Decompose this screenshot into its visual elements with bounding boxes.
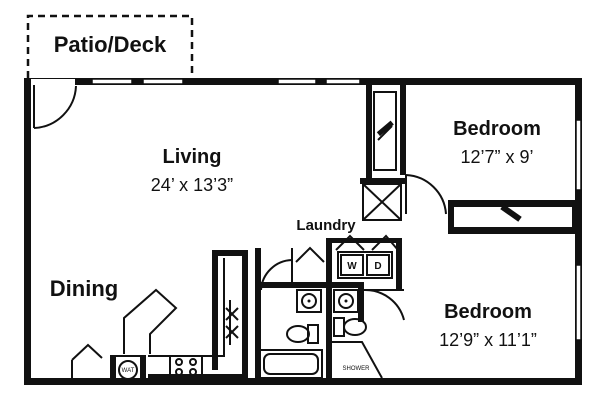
bedroom2-label: Bedroom	[444, 301, 532, 323]
exterior-walls	[24, 78, 582, 385]
bedroom2-size: 12’9” x 11’1”	[439, 330, 537, 350]
laundry-symbol	[295, 234, 399, 263]
living-label: Living	[163, 146, 222, 168]
bathroom-fixtures: SHOWER	[259, 289, 383, 379]
shower-label: SHOWER	[343, 366, 371, 372]
water-heater-label: WAT	[122, 368, 135, 374]
room-labels: Patio/Deck Living 24’ x 13’3” Dining Lau…	[50, 32, 541, 350]
patio-label: Patio/Deck	[54, 32, 167, 57]
patio-deck-outline	[26, 14, 194, 78]
kitchen: WAT	[71, 258, 244, 380]
interior-walls	[212, 85, 578, 380]
bedroom1-size: 12’7” x 9’	[460, 147, 533, 167]
dining-label: Dining	[50, 276, 118, 301]
bedroom1-label: Bedroom	[453, 118, 541, 140]
washer-label: W	[347, 261, 357, 272]
washer-dryer: W D	[337, 251, 393, 279]
patio-door	[31, 79, 77, 129]
laundry-label: Laundry	[296, 217, 356, 234]
dryer-label: D	[374, 261, 381, 272]
living-size: 24’ x 13’3”	[151, 175, 233, 195]
